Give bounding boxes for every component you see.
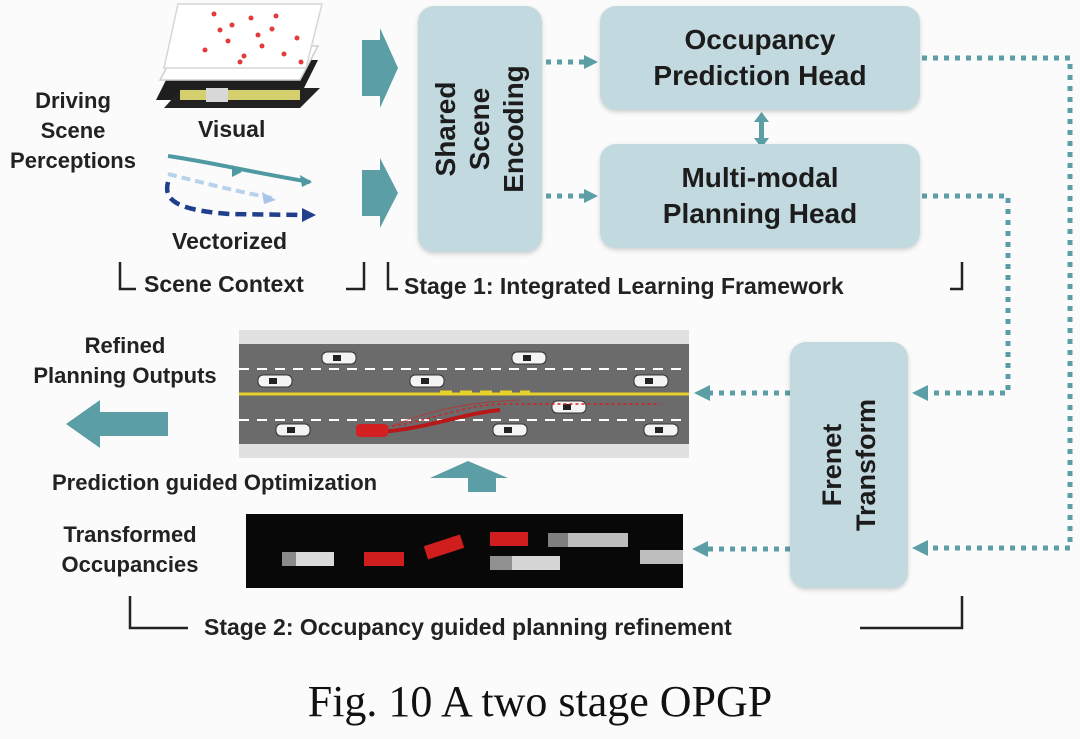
refined-planning-outputs-label: Refined Planning Outputs [10,331,240,391]
perception-line-1: Driving [35,88,111,113]
transformed-occupancies-label: Transformed Occupancies [30,520,230,580]
visual-layers-graphic [156,3,323,108]
refined-line-2: Planning Outputs [33,363,217,388]
planning-head-line-1: Multi-modal [681,162,839,193]
transformed-line-2: Occupancies [61,552,199,577]
multi-modal-planning-head: Multi-modal Planning Head [600,144,920,248]
figure-caption: Fig. 10 A two stage OPGP [307,677,773,726]
visual-to-encoder-arrow [362,28,398,108]
prediction-guided-optimization-label: Prediction guided Optimization [52,470,378,495]
shared-scene-encoding-label: Shared Scene Encoding [430,65,530,193]
visual-label: Visual [198,116,266,142]
stage2-bracket-label: Stage 2: Occupancy guided planning refin… [204,614,732,640]
planning-head-line-2: Planning Head [662,198,858,229]
scene-context-label: Scene Context [144,271,304,297]
vectorized-to-encoder-arrow [362,158,398,228]
occupancy-prediction-head: Occupancy Prediction Head [600,6,920,110]
shared-scene-encoding-block: Shared Scene Encoding [418,6,542,252]
vectorized-label: Vectorized [172,228,288,254]
occupancy-head-line-2: Prediction Head [653,60,867,91]
frenet-transform-label: Frenet Transform [817,398,881,532]
perception-line-3: Perceptions [10,148,136,173]
stage1-bracket-label: Stage 1: Integrated Learning Framework [404,273,844,299]
driving-scene-perceptions-label: Driving Scene Perceptions [0,86,146,176]
refined-line-1: Refined [84,333,166,358]
occupancy-head-line-1: Occupancy [684,24,836,55]
perception-line-2: Scene [40,118,106,143]
occupancy-strip-graphic [246,514,683,588]
road-scene-graphic [239,330,689,458]
transformed-line-1: Transformed [63,522,197,547]
vectorized-lines-graphic [164,154,316,222]
frenet-transform-block: Frenet Transform [790,342,908,588]
